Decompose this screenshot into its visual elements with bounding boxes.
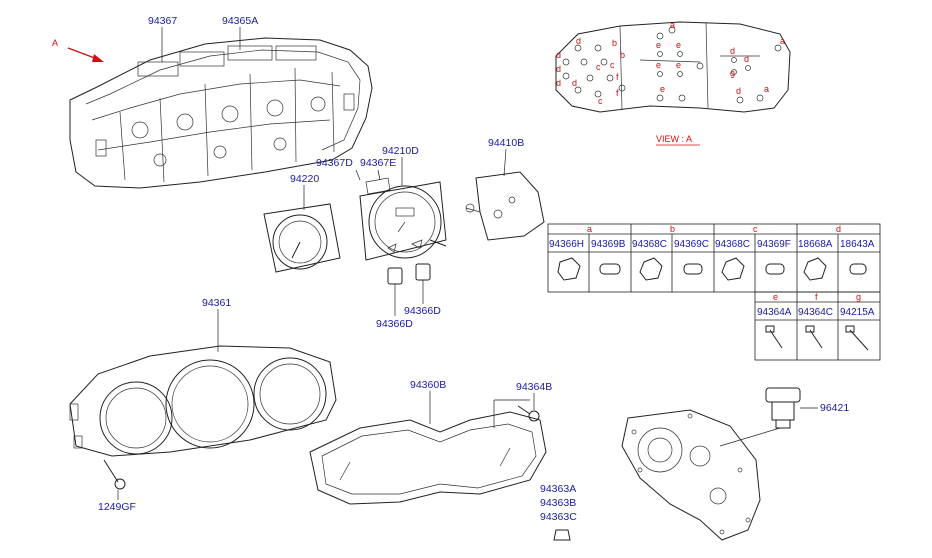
clip-94363	[553, 529, 571, 541]
label-94365A: 94365A	[222, 15, 258, 27]
svg-text:b: b	[670, 224, 675, 234]
label-94367D: 94367D	[316, 157, 353, 169]
svg-text:a: a	[670, 20, 675, 30]
svg-text:a: a	[764, 84, 769, 94]
svg-text:f: f	[616, 72, 619, 82]
label-96421: 96421	[820, 402, 849, 414]
svg-text:d: d	[572, 78, 577, 88]
svg-text:c: c	[598, 96, 603, 106]
svg-text:d: d	[556, 50, 561, 60]
svg-text:d: d	[556, 78, 561, 88]
svg-text:e: e	[676, 40, 681, 50]
svg-text:d: d	[736, 86, 741, 96]
bulb-94366D-right	[415, 263, 431, 281]
svg-text:c: c	[596, 62, 601, 72]
speed-sensor-96421	[765, 387, 801, 429]
view-a-caption: VIEW : A	[656, 134, 692, 144]
label-94364B: 94364B	[516, 381, 552, 393]
svg-text:c: c	[610, 60, 615, 70]
label-94361: 94361	[202, 297, 231, 309]
arrow-label-a: A	[52, 38, 58, 48]
view-a-circuit-board	[555, 21, 791, 113]
svg-text:a: a	[587, 224, 592, 234]
svg-text:94368C: 94368C	[632, 239, 667, 250]
svg-text:18668A: 18668A	[798, 239, 833, 250]
svg-text:94369B: 94369B	[591, 239, 626, 250]
label-94210D: 94210D	[382, 145, 419, 157]
label-94367E: 94367E	[360, 157, 396, 169]
cluster-housing	[69, 37, 373, 189]
view-a-letters: a a b d b c d c d f e e e e d d g d d e …	[556, 20, 785, 106]
svg-text:d: d	[576, 36, 581, 46]
svg-text:d: d	[836, 224, 841, 234]
svg-text:18643A: 18643A	[840, 239, 875, 250]
bulb-table	[547, 223, 881, 361]
fuel-temp-gauge	[465, 171, 545, 241]
svg-text:d: d	[556, 64, 561, 74]
cluster-lens-94360B	[309, 411, 547, 505]
table-group-headers: a b c d e f g	[587, 224, 861, 302]
screw-1249GF	[103, 459, 126, 490]
label-94410B: 94410B	[488, 137, 524, 149]
svg-text:a: a	[780, 36, 785, 46]
svg-text:94364C: 94364C	[798, 307, 833, 318]
svg-text:e: e	[676, 60, 681, 70]
label-94366D-left: 94366D	[376, 318, 413, 330]
label-1249GF: 1249GF	[98, 501, 136, 513]
svg-text:e: e	[656, 60, 661, 70]
svg-text:e: e	[660, 84, 665, 94]
label-94366D-right: 94366D	[404, 305, 441, 317]
table-part-numbers: 94366H 94369B 94368C 94369C 94368C 94369…	[549, 239, 875, 318]
svg-text:94215A: 94215A	[840, 307, 875, 318]
svg-text:b: b	[612, 38, 617, 48]
svg-text:g: g	[856, 292, 861, 302]
screw-94364B	[517, 405, 540, 422]
svg-text:94369C: 94369C	[674, 239, 709, 250]
svg-text:94369F: 94369F	[757, 239, 791, 250]
svg-text:c: c	[753, 224, 758, 234]
svg-text:f: f	[815, 292, 818, 302]
svg-text:g: g	[730, 68, 735, 78]
label-94363C: 94363C	[540, 511, 577, 523]
svg-text:94364A: 94364A	[757, 307, 792, 318]
transaxle-housing	[621, 409, 761, 541]
table-bulb-sketches	[557, 257, 869, 351]
svg-text:94368C: 94368C	[715, 239, 750, 250]
label-94367: 94367	[148, 15, 177, 27]
svg-text:f: f	[616, 88, 619, 98]
svg-text:e: e	[773, 292, 778, 302]
label-94360B: 94360B	[410, 379, 446, 391]
svg-text:d: d	[744, 54, 749, 64]
svg-text:e: e	[656, 40, 661, 50]
svg-text:d: d	[730, 46, 735, 56]
view-arrow: A	[52, 38, 104, 62]
label-94220: 94220	[290, 173, 319, 185]
tachometer-gauge	[263, 203, 341, 273]
speedometer-gauge	[359, 177, 447, 261]
bulb-94366D-left	[387, 267, 403, 285]
svg-text:94366H: 94366H	[549, 239, 584, 250]
svg-text:b: b	[620, 50, 625, 60]
cluster-hood-94361	[69, 345, 337, 457]
label-94363A: 94363A	[540, 483, 576, 495]
label-94363B: 94363B	[540, 497, 576, 509]
